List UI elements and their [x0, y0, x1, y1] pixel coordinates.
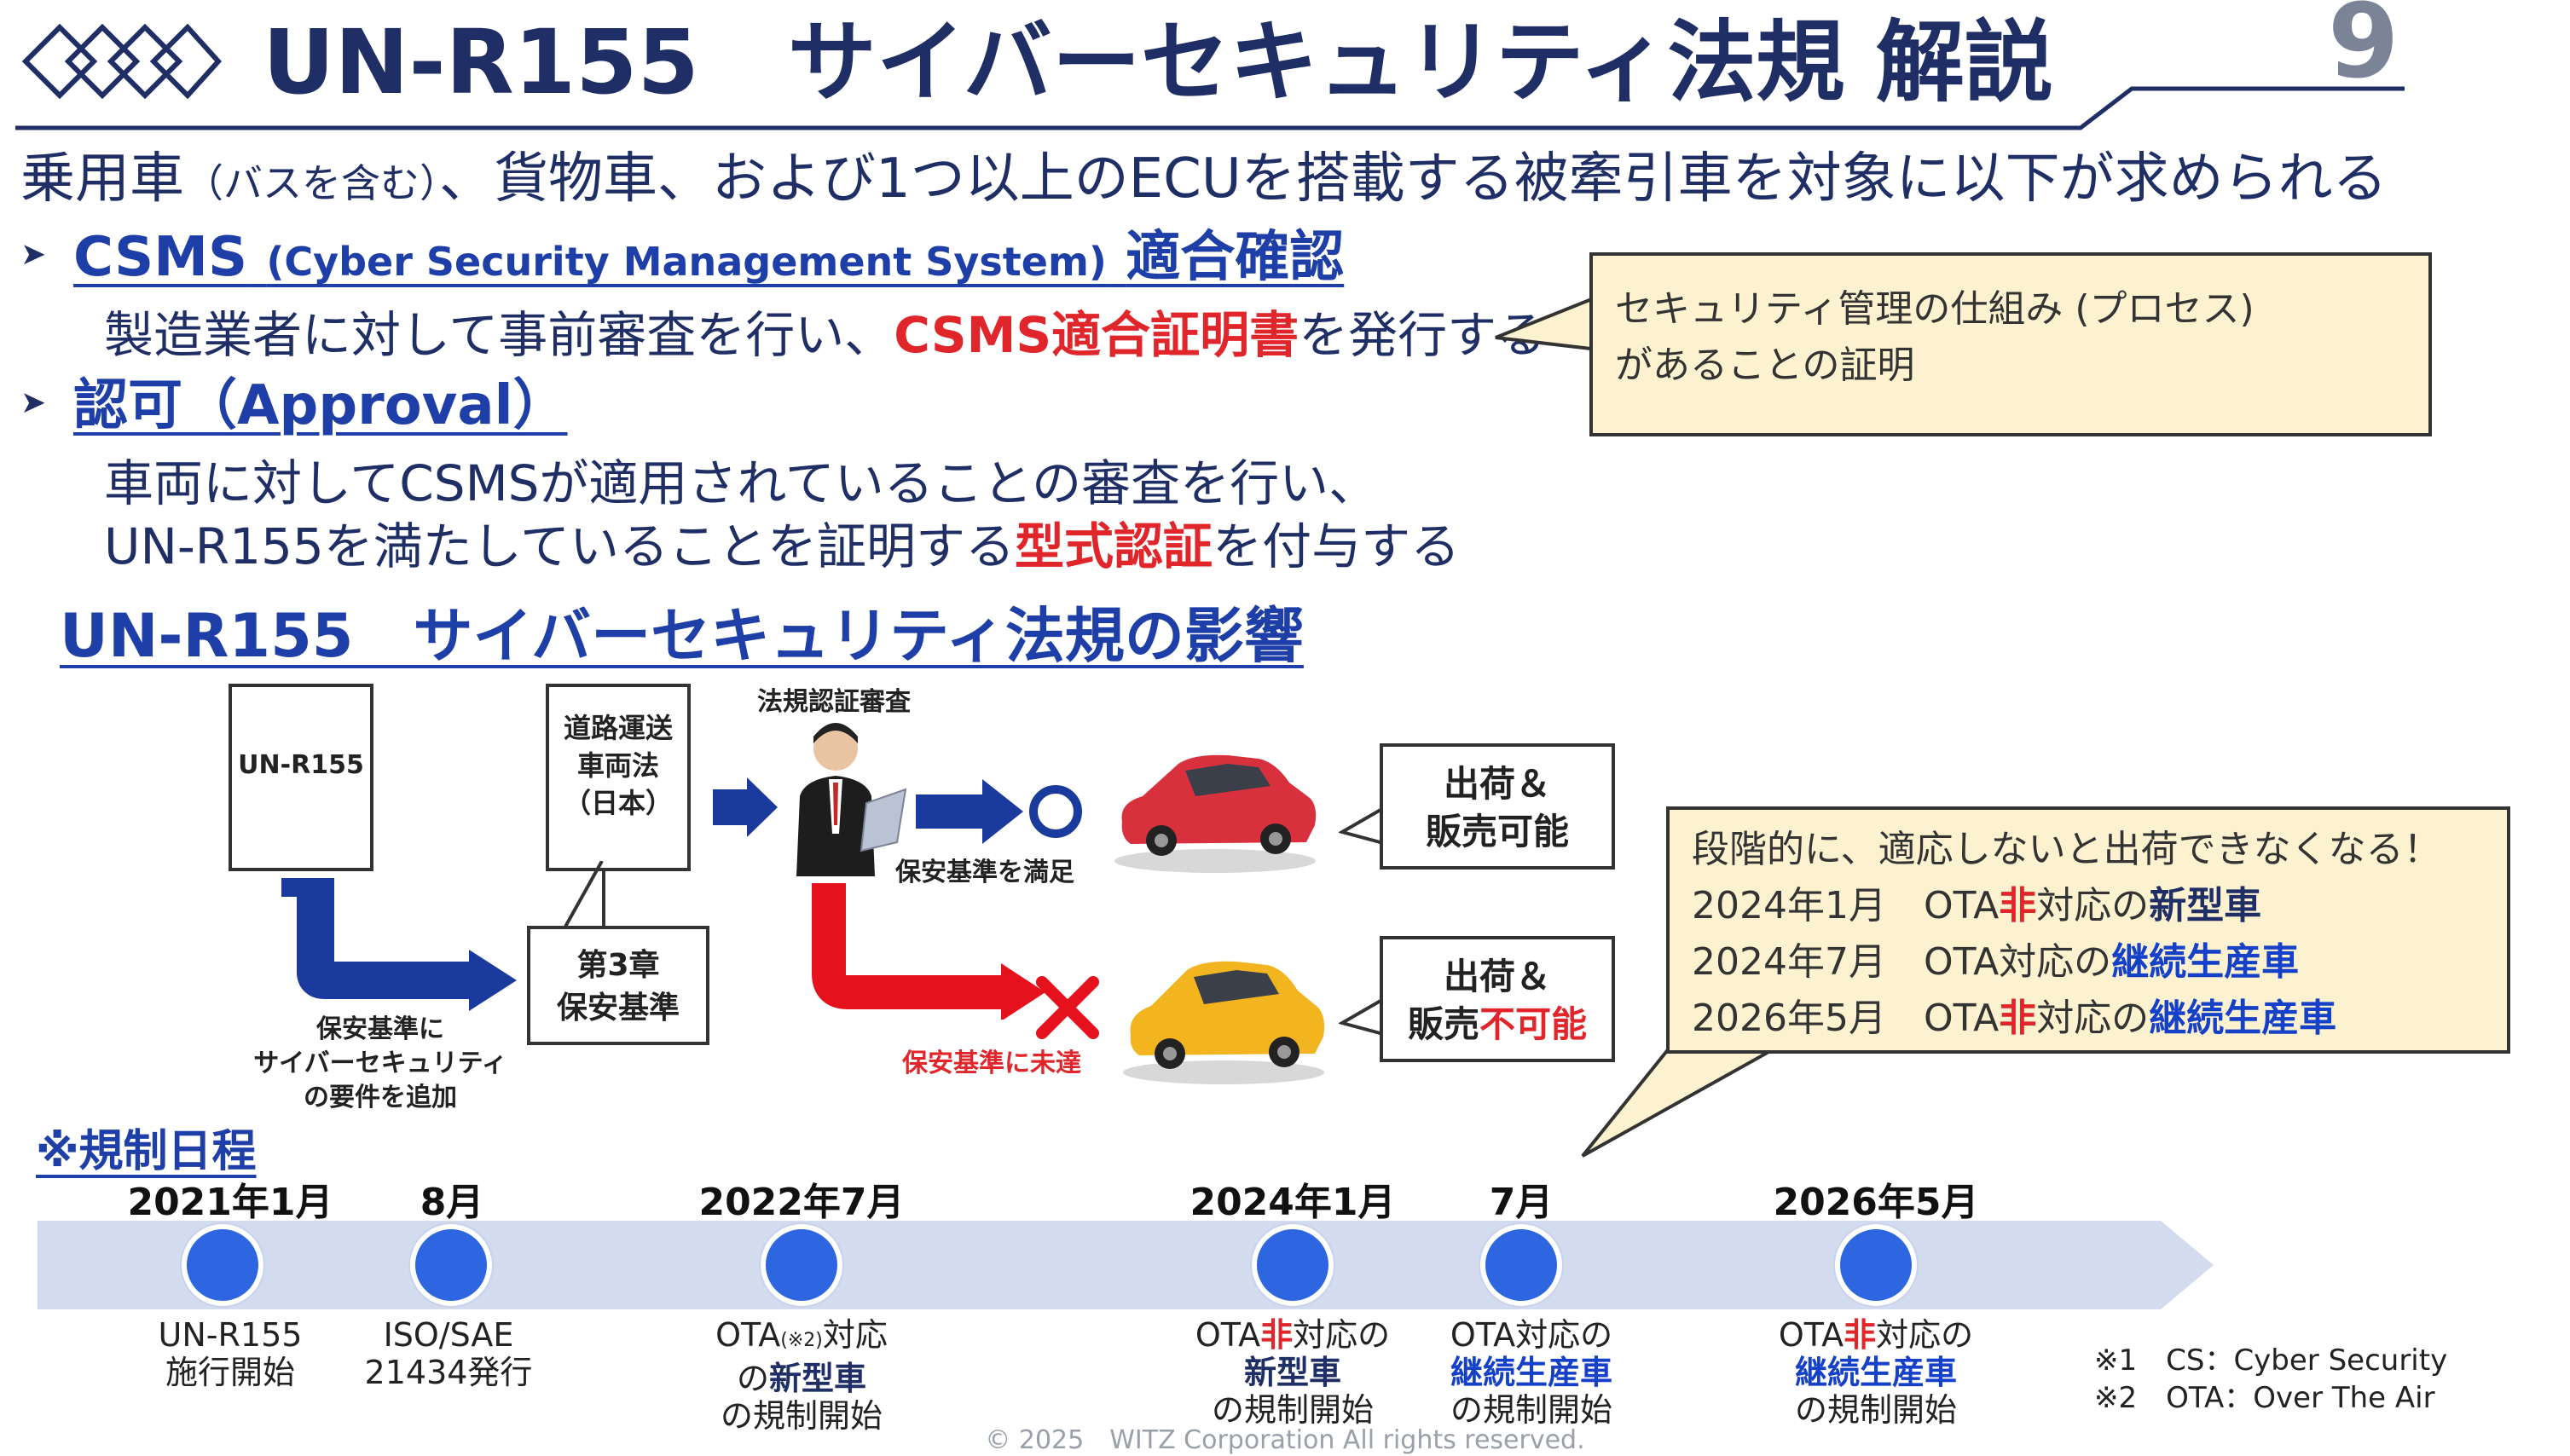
schedule-title: ※規制日程: [36, 1126, 257, 1177]
fail-label: 保安基準に未達: [902, 1049, 1081, 1078]
copyright: © 2025 WITZ Corporation All rights reser…: [985, 1425, 1585, 1455]
shipping-ng-box: 出荷＆ 販売不可能: [1380, 936, 1615, 1062]
cross-icon: [1036, 976, 1099, 1039]
approval-line2: UN-R155を満たしていることを証明する型式認証を付与する: [104, 517, 1461, 575]
csms-heading: CSMS (Cyber Security Management System) …: [73, 226, 1345, 289]
timeline-dot: [1480, 1224, 1562, 1306]
chapter3-box: 第3章 保安基準: [527, 926, 709, 1045]
footnotes: ※1 CS：Cyber Security※2 OTA：Over The Air: [2094, 1343, 2448, 1415]
phased-callout: 段階的に、適応しないと出荷できなくなる！ 2024年1月 OTA非対応の新型車 …: [1666, 806, 2510, 1054]
timeline-year: 2026年5月: [1773, 1181, 1979, 1224]
timeline-year: 7月: [1489, 1181, 1554, 1224]
logo: [17, 10, 223, 113]
timeline-label: OTA非対応の 継続生産車 の規制開始: [1778, 1316, 1974, 1429]
inspection-label: 法規認証審査: [757, 687, 911, 717]
bullet-arrow-icon: ➤: [20, 237, 47, 272]
timeline-year: 2024年1月: [1189, 1181, 1396, 1224]
approval-heading: 認可（Approval）: [73, 374, 568, 437]
diamond-logo-icon: [21, 23, 223, 100]
timeline-year: 2022年7月: [698, 1181, 905, 1224]
timeline-band: [38, 1221, 2214, 1309]
timeline-dot: [182, 1224, 263, 1306]
shipping-ok-box: 出荷＆ 販売可能: [1380, 743, 1615, 870]
yellow-car-icon: [1123, 961, 1325, 1084]
inspector-person-icon: [796, 723, 907, 876]
pass-arrow: [916, 779, 1082, 844]
document-un-r155: UN-R155: [229, 684, 373, 871]
timeline-year: 2021年1月: [127, 1181, 333, 1224]
red-car-icon: [1114, 754, 1317, 873]
timeline-dot: [1835, 1224, 1917, 1306]
page-title: UN-R155 サイバーセキュリティ法規 解説: [263, 10, 2053, 114]
timeline-dot: [410, 1224, 492, 1306]
approval-line1: 車両に対してCSMSが適用されていることの審査を行い、: [104, 454, 1379, 512]
header-rule: [15, 86, 2405, 130]
timeline-label: OTA非対応の 新型車 の規制開始: [1195, 1316, 1391, 1429]
csms-description: 製造業者に対して事前審査を行い、CSMS適合証明書を発行する: [104, 306, 1547, 364]
add-requirement-label: 保安基準にサイバーセキュリティの要件を追加: [253, 1014, 507, 1112]
page-number: 9: [2328, 0, 2399, 101]
arrow-right-icon: [713, 777, 778, 837]
fail-arrow: [812, 883, 1045, 1020]
csms-callout: セキュリティ管理の仕組み (プロセス) があることの証明: [1589, 252, 2432, 436]
document-road-vehicle-act: 道路運送 車両法 （日本）: [546, 684, 691, 871]
timeline-label: OTA対応の 継続生産車 の規制開始: [1450, 1316, 1613, 1429]
impact-title: UN-R155 サイバーセキュリティ法規の影響: [60, 601, 1304, 671]
callout-pointer: [1495, 294, 1600, 352]
add-requirement-arrow: [281, 878, 517, 1011]
timeline-label: OTA(※2)対応 の新型車 の規制開始: [715, 1316, 888, 1435]
intro-text: 乗用車（バスを含む）、貨物車、および1つ以上のECUを搭載する被牽引車を対象に以…: [20, 147, 2388, 211]
pass-label: 保安基準を満足: [895, 858, 1074, 887]
bullet-arrow-icon: ➤: [20, 385, 47, 420]
timeline-dot: [761, 1224, 842, 1306]
timeline-year: 8月: [420, 1181, 484, 1224]
timeline-dot: [1252, 1224, 1334, 1306]
